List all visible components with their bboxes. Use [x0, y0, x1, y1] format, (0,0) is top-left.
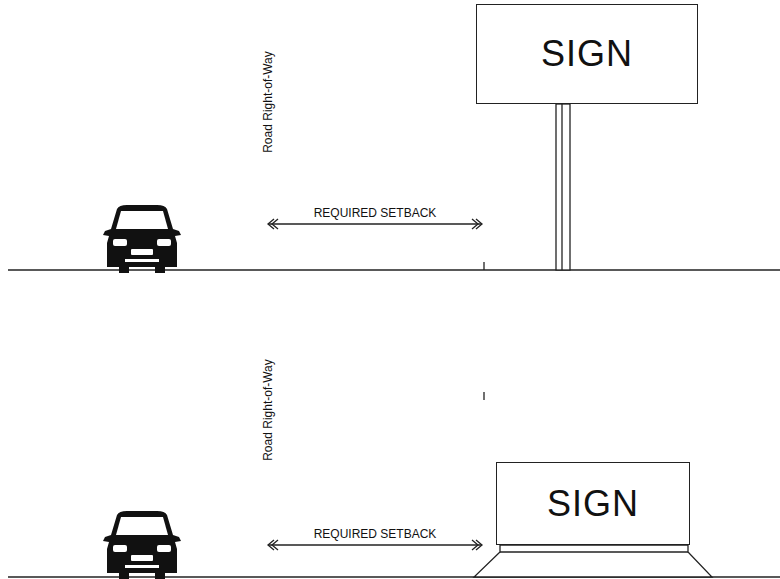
right-of-way-label: Road Right-of-Way [261, 51, 275, 153]
base-line [500, 551, 688, 552]
setback-arrow [268, 223, 482, 224]
sign-text: SIGN [547, 483, 639, 525]
car-icon [103, 205, 181, 273]
setback-label: REQUIRED SETBACK [314, 527, 437, 541]
arrow-head [272, 540, 278, 550]
setback-arrow [268, 544, 482, 545]
sign-post-line [561, 104, 562, 270]
arrow-head [272, 219, 278, 229]
sign-post [556, 104, 570, 270]
sign-box: SIGN [476, 4, 698, 104]
sign-box: SIGN [496, 462, 690, 545]
arrow-head [472, 540, 478, 550]
row-tick [483, 262, 484, 270]
arrow-head [472, 219, 478, 229]
car-icon [103, 511, 181, 579]
setback-label: REQUIRED SETBACK [314, 206, 437, 220]
monument-base [474, 545, 712, 577]
row-tick [483, 392, 484, 400]
right-of-way-label: Road Right-of-Way [261, 359, 275, 461]
sign-text: SIGN [541, 33, 633, 75]
